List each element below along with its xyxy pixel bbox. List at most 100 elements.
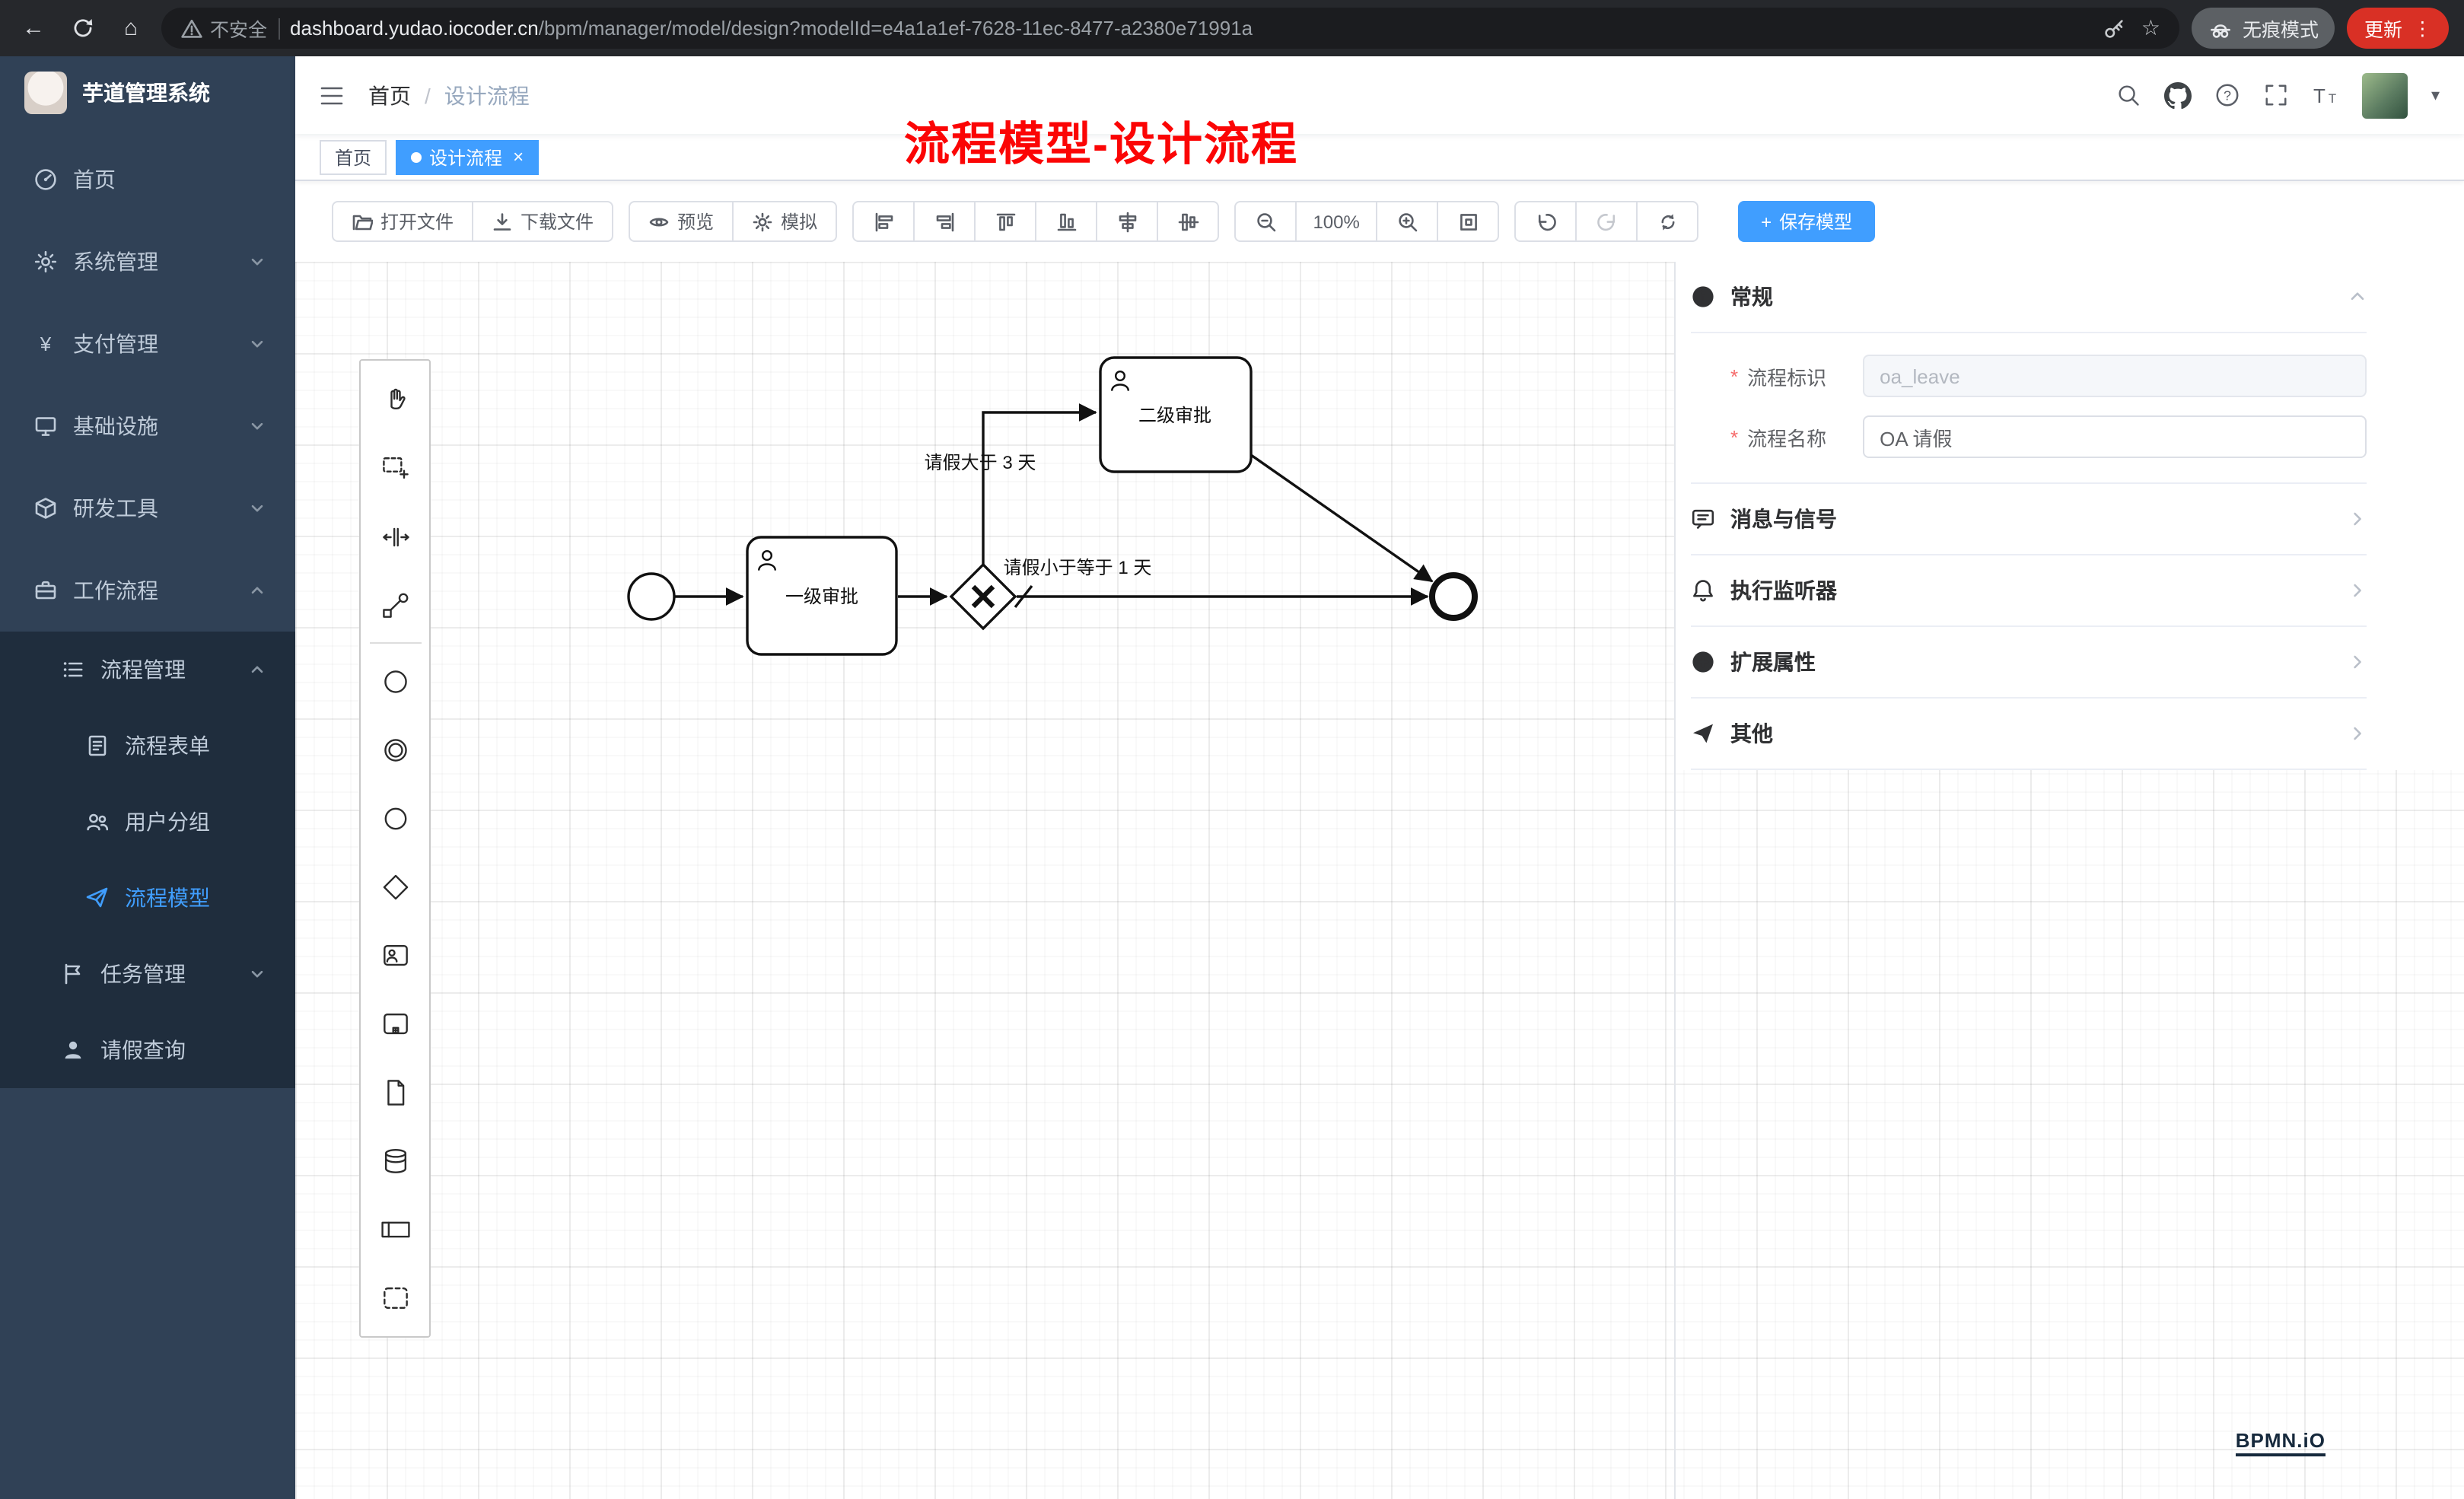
- sidebar-item-task-manage[interactable]: 任务管理: [0, 936, 295, 1012]
- align-bottom-button[interactable]: [1035, 201, 1098, 242]
- align-center-horizontal-button[interactable]: [1096, 201, 1159, 242]
- sidebar-item-leave-query[interactable]: 请假查询: [0, 1012, 295, 1088]
- bookmark-star-icon[interactable]: ☆: [2141, 15, 2160, 40]
- browser-menu-icon[interactable]: ⋮: [2413, 18, 2432, 40]
- end-event[interactable]: [1429, 572, 1478, 621]
- avatar[interactable]: [2362, 72, 2408, 118]
- preview-button[interactable]: 预览: [629, 201, 734, 242]
- tag-design-process[interactable]: 设计流程 ×: [396, 139, 540, 174]
- data-store-icon[interactable]: [361, 1126, 429, 1195]
- sidebar-item-process-manage[interactable]: 流程管理: [0, 632, 295, 708]
- properties-card: 常规 * 流程标识: [1676, 262, 2464, 770]
- open-file-button[interactable]: 打开文件: [332, 201, 474, 242]
- sidebar-item-infrastructure[interactable]: 基础设施: [0, 385, 295, 467]
- participant-icon[interactable]: [361, 1195, 429, 1263]
- sidebar-item-workflow[interactable]: 工作流程: [0, 549, 295, 632]
- save-model-button[interactable]: + 保存模型: [1738, 201, 1876, 242]
- browser-toolbar: ← ⌂ 不安全 dashboard.yudao.iocoder.cn/bpm/m…: [0, 0, 2464, 56]
- sidebar-item-process-model[interactable]: 流程模型: [0, 860, 295, 936]
- address-bar[interactable]: 不安全 dashboard.yudao.iocoder.cn/bpm/manag…: [161, 8, 2180, 49]
- sidebar-item-devtools[interactable]: 研发工具: [0, 467, 295, 549]
- exclusive-gateway[interactable]: [949, 562, 1017, 631]
- download-file-icon: [493, 212, 511, 230]
- align-center-vertical-button[interactable]: [1157, 201, 1220, 242]
- password-key-icon[interactable]: [2103, 18, 2125, 39]
- bpmn-io-logo[interactable]: BPMN.iO: [2235, 1429, 2326, 1456]
- zoom-reset-button[interactable]: [1437, 201, 1500, 242]
- zoom-out-button[interactable]: [1234, 201, 1297, 242]
- panel-section-general[interactable]: 常规: [1691, 262, 2367, 332]
- help-icon[interactable]: ?: [2215, 82, 2241, 108]
- sidebar-item-system[interactable]: 系统管理: [0, 221, 295, 303]
- hand-tool-icon[interactable]: [361, 365, 429, 434]
- zoom-in-button[interactable]: [1376, 201, 1439, 242]
- history-button-group: [1514, 201, 1699, 242]
- tag-home[interactable]: 首页: [320, 139, 387, 174]
- zoom-in-icon: [1398, 212, 1417, 231]
- svg-text:¥: ¥: [40, 333, 52, 355]
- process-name-input[interactable]: [1863, 415, 2367, 458]
- panel-divider: [1691, 482, 2367, 484]
- undo-button[interactable]: [1514, 201, 1577, 242]
- gear-icon: [33, 250, 58, 274]
- zoom-level-button[interactable]: 100%: [1295, 201, 1378, 242]
- bpmn-toolbar: 打开文件 下载文件 预览 模拟: [295, 181, 2464, 262]
- back-arrow-icon[interactable]: ←: [22, 15, 45, 41]
- redo-button[interactable]: [1575, 201, 1638, 242]
- breadcrumb-home[interactable]: 首页: [368, 83, 411, 107]
- reload-icon[interactable]: [64, 10, 100, 46]
- incognito-spy-icon: [2211, 24, 2231, 37]
- sidebar-item-home[interactable]: 首页: [0, 138, 295, 221]
- restart-button[interactable]: [1636, 201, 1699, 242]
- align-left-button[interactable]: [852, 201, 915, 242]
- caret-down-icon[interactable]: ▾: [2431, 87, 2440, 105]
- chrome-update-button[interactable]: 更新 ⋮: [2347, 8, 2449, 49]
- panel-section-other[interactable]: 其他: [1691, 699, 2367, 769]
- flow-gateway-to-task2[interactable]: [982, 403, 1097, 565]
- sidebar-item-process-form[interactable]: 流程表单: [0, 708, 295, 784]
- sidebar-collapse-button[interactable]: [295, 81, 368, 109]
- sidebar-item-label: 请假查询: [100, 1038, 186, 1062]
- message-icon: [1691, 507, 1715, 531]
- chevron-right-icon: [2348, 581, 2367, 600]
- user-task-level1[interactable]: 一级审批: [746, 536, 898, 656]
- security-chip[interactable]: 不安全: [181, 14, 267, 43]
- lasso-tool-icon[interactable]: [361, 434, 429, 502]
- panel-section-listeners[interactable]: 执行监听器: [1691, 555, 2367, 625]
- close-icon[interactable]: ×: [513, 146, 524, 167]
- home-icon[interactable]: ⌂: [123, 15, 138, 41]
- panel-section-messages[interactable]: 消息与信号: [1691, 484, 2367, 554]
- sidebar-item-label: 首页: [73, 167, 116, 192]
- task-icon[interactable]: [361, 1058, 429, 1126]
- bpmn-canvas[interactable]: 一级审批: [295, 262, 2464, 1499]
- search-icon[interactable]: [2116, 82, 2142, 108]
- align-top-button[interactable]: [974, 201, 1037, 242]
- send-icon: [1691, 721, 1715, 746]
- panel-section-extensions[interactable]: 扩展属性: [1691, 627, 2367, 697]
- user-task-icon[interactable]: [361, 921, 429, 989]
- user-task-level2[interactable]: 二级审批: [1099, 356, 1253, 473]
- sidebar-item-user-group[interactable]: 用户分组: [0, 784, 295, 860]
- properties-panel: 常规 * 流程标识: [1674, 262, 2464, 1499]
- group-icon[interactable]: [361, 1263, 429, 1332]
- bpmn-palette: [359, 359, 431, 1338]
- zoom-out-icon: [1256, 212, 1275, 231]
- sidebar-item-payment[interactable]: ¥ 支付管理: [0, 303, 295, 385]
- global-connect-icon[interactable]: [361, 571, 429, 639]
- sequence-flows[interactable]: [674, 403, 1434, 609]
- fullscreen-icon[interactable]: [2264, 82, 2290, 108]
- align-right-button[interactable]: [913, 201, 976, 242]
- end-event-icon[interactable]: [361, 784, 429, 852]
- flow-task2-to-end[interactable]: [1250, 454, 1434, 583]
- task-label: 二级审批: [1138, 406, 1211, 426]
- github-icon[interactable]: [2164, 81, 2192, 109]
- start-event-icon[interactable]: [361, 647, 429, 715]
- download-file-button[interactable]: 下载文件: [472, 201, 614, 242]
- subprocess-icon[interactable]: [361, 989, 429, 1058]
- simulate-button[interactable]: 模拟: [732, 201, 838, 242]
- space-tool-icon[interactable]: [361, 502, 429, 571]
- start-event[interactable]: [627, 572, 676, 621]
- gateway-icon[interactable]: [361, 852, 429, 921]
- intermediate-event-icon[interactable]: [361, 715, 429, 784]
